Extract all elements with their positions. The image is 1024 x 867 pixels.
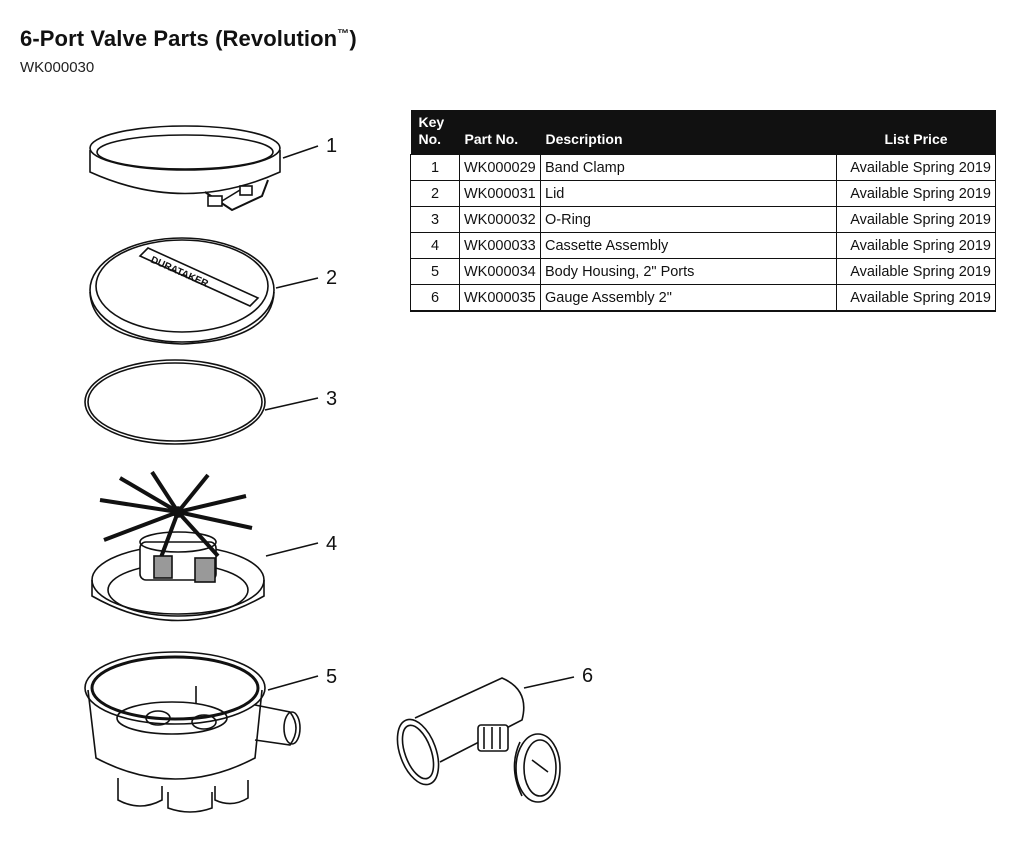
cell-key: 4 [410, 232, 460, 259]
cell-price: Available Spring 2019 [836, 180, 996, 207]
cassette-assembly-illustration [91, 470, 319, 622]
cell-description: Lid [540, 180, 837, 207]
band-clamp-illustration [89, 125, 319, 212]
callout-6: 6 [582, 665, 593, 687]
cell-key: 6 [410, 284, 460, 312]
callout-1: 1 [326, 135, 337, 157]
cell-part-no: WK000034 [459, 258, 541, 285]
page-title-text: 6-Port Valve Parts (Revolution [20, 26, 338, 51]
cell-key: 1 [410, 154, 460, 181]
trademark-symbol: ™ [337, 26, 350, 41]
cell-description: O-Ring [540, 206, 837, 233]
col-key-label: Key [418, 114, 445, 130]
table-row: 2 WK000031 Lid Available Spring 2019 [410, 180, 996, 207]
cell-key: 2 [410, 180, 460, 207]
col-list-price: List Price [836, 110, 996, 155]
cell-price: Available Spring 2019 [836, 154, 996, 181]
table-row: 3 WK000032 O-Ring Available Spring 2019 [410, 206, 996, 233]
col-no-label: No. [418, 131, 442, 147]
cell-key: 3 [410, 206, 460, 233]
cell-description: Cassette Assembly [540, 232, 837, 259]
callout-4: 4 [326, 533, 337, 555]
table-row: 4 WK000033 Cassette Assembly Available S… [410, 232, 996, 259]
body-housing-illustration [84, 651, 319, 813]
cell-description: Body Housing, 2" Ports [540, 258, 837, 285]
cell-part-no: WK000031 [459, 180, 541, 207]
page-title-close: ) [349, 26, 357, 51]
callout-5: 5 [326, 666, 337, 688]
cell-price: Available Spring 2019 [836, 258, 996, 285]
cell-price: Available Spring 2019 [836, 232, 996, 259]
cell-part-no: WK000032 [459, 206, 541, 233]
catalog-number: WK000030 [20, 59, 95, 76]
table-row: 6 WK000035 Gauge Assembly 2" Available S… [410, 284, 996, 312]
callout-2: 2 [326, 267, 337, 289]
cell-part-no: WK000035 [459, 284, 541, 312]
cell-price: Available Spring 2019 [836, 284, 996, 312]
cell-key: 5 [410, 258, 460, 285]
gauge-assembly-illustration [396, 676, 575, 803]
cell-part-no: WK000033 [459, 232, 541, 259]
col-part-no: Part No. [459, 110, 541, 155]
table-row: 1 WK000029 Band Clamp Available Spring 2… [410, 154, 996, 181]
cell-price: Available Spring 2019 [836, 206, 996, 233]
col-description: Description [540, 110, 837, 155]
page-title: 6-Port Valve Parts (Revolution™) [20, 26, 357, 52]
o-ring-illustration [84, 359, 319, 445]
cell-description: Gauge Assembly 2" [540, 284, 837, 312]
cell-part-no: WK000029 [459, 154, 541, 181]
callout-3: 3 [326, 388, 337, 410]
cell-description: Band Clamp [540, 154, 837, 181]
table-row: 5 WK000034 Body Housing, 2" Ports Availa… [410, 258, 996, 285]
lid-illustration: DURATAKER [89, 237, 319, 345]
